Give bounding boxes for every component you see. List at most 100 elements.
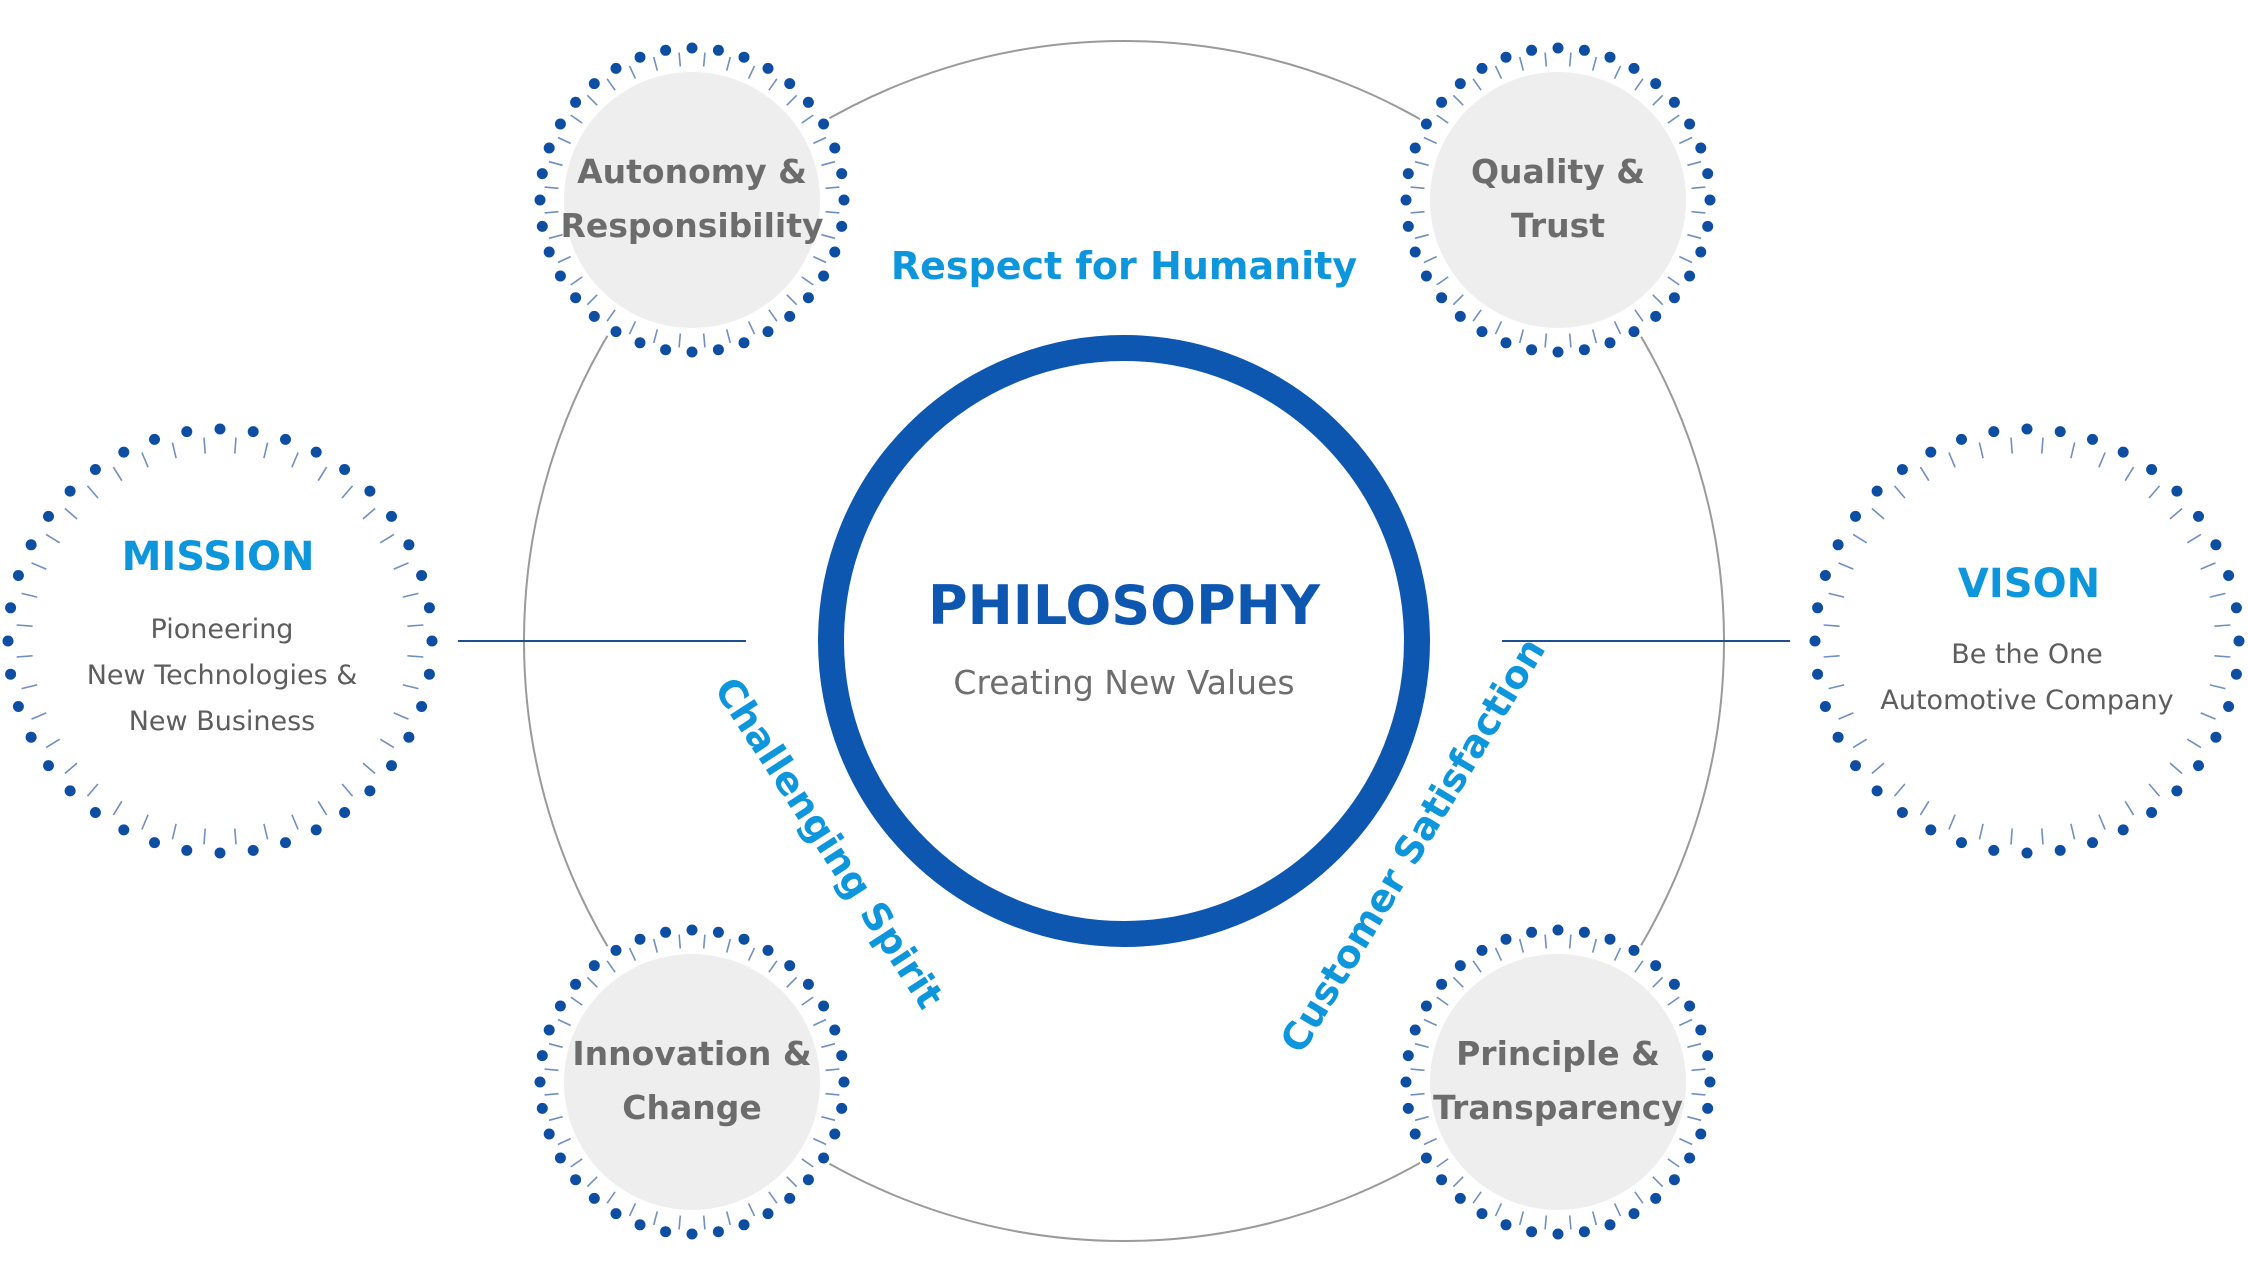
sunburst-dot (1604, 337, 1616, 349)
sunburst-tick (825, 1092, 840, 1096)
sunburst-tick (393, 712, 409, 720)
vision-line-2: Automotive Company (1880, 685, 2173, 716)
sunburst-tick (813, 136, 827, 145)
sunburst-tick (1852, 738, 1868, 749)
sunburst-tick (379, 533, 395, 544)
sunburst-dot (1500, 1219, 1512, 1231)
sunburst-dot (712, 926, 724, 938)
sunburst-dot (543, 142, 555, 154)
sunburst-tick (557, 136, 571, 145)
sunburst-tick (1823, 624, 1840, 627)
sunburst-dot (554, 270, 566, 282)
sunburst-dot (536, 168, 548, 180)
sunburst-dot (1896, 807, 1908, 818)
sunburst-tick (16, 624, 33, 627)
sunburst-dot (1578, 44, 1590, 56)
sunburst-dot (738, 51, 750, 63)
sunburst-tick (725, 56, 732, 71)
sunburst-tick (1823, 655, 1840, 658)
sunburst-dot (5, 668, 17, 680)
sunburst-dot (43, 760, 54, 772)
sunburst-dot (1552, 1228, 1564, 1240)
sunburst-tick (586, 294, 598, 306)
sunburst-tick (1687, 233, 1702, 240)
sunburst-tick (1667, 1158, 1680, 1168)
sunburst-tick (801, 1158, 814, 1168)
sunburst-tick (801, 276, 814, 286)
sunburst-dot (1526, 344, 1538, 356)
sunburst-dot (738, 337, 750, 349)
sunburst-tick (678, 52, 682, 67)
sunburst-dot (818, 118, 830, 130)
sunburst-dot (570, 1174, 582, 1186)
value-top-left-line-1: Autonomy & (577, 152, 807, 191)
sunburst-dot (1650, 960, 1662, 972)
sunburst-dot (1476, 326, 1488, 338)
sunburst-tick (1828, 684, 1845, 690)
sunburst-tick (1410, 186, 1425, 190)
sunburst-tick (2070, 823, 2076, 840)
sunburst-tick (1634, 78, 1644, 91)
sunburst-dot (2230, 668, 2242, 680)
sunburst-dot (1420, 270, 1432, 282)
sunburst-dot (25, 731, 37, 743)
sunburst-dot (364, 485, 376, 497)
dotted-sunburst-icon (2, 423, 438, 859)
sunburst-dot (1402, 168, 1414, 180)
sunburst-dot (536, 220, 548, 232)
sunburst-tick (1613, 1203, 1622, 1217)
sunburst-dot (1650, 78, 1662, 90)
sunburst-dot (1604, 51, 1616, 63)
sunburst-dot (1402, 1102, 1414, 1114)
sunburst-dot (1668, 978, 1680, 990)
sunburst-dot (836, 1102, 848, 1114)
vision-line-1: Be the One (1951, 639, 2103, 670)
sunburst-tick (2148, 485, 2161, 499)
sunburst-tick (570, 1158, 583, 1168)
sunburst-dot (416, 701, 428, 712)
sunburst-dot (1812, 668, 1824, 680)
sunburst-dot (1402, 1050, 1414, 1062)
sunburst-dot (43, 510, 54, 522)
sunburst-dot (403, 731, 415, 743)
sunburst-dot (423, 602, 435, 614)
sunburst-dot (610, 62, 622, 74)
sunburst-dot (588, 310, 600, 322)
sunburst-tick (652, 56, 659, 71)
sunburst-dot (1702, 1102, 1714, 1114)
sunburst-tick (1494, 1203, 1503, 1217)
sunburst-tick (1591, 1211, 1598, 1226)
sunburst-dot (570, 292, 582, 304)
sunburst-tick (821, 1042, 836, 1049)
sunburst-tick (1687, 1042, 1702, 1049)
sunburst-dot (1684, 1152, 1696, 1164)
sunburst-dot (181, 426, 193, 438)
sunburst-tick (628, 65, 637, 79)
sunburst-tick (768, 1191, 778, 1204)
sunburst-dot (2223, 570, 2235, 581)
sunburst-tick (606, 309, 616, 322)
sunburst-tick (747, 65, 756, 79)
sunburst-dot (64, 485, 76, 497)
sunburst-tick (678, 1215, 682, 1230)
sunburst-tick (1679, 1018, 1693, 1027)
sunburst-tick (544, 1092, 559, 1096)
sunburst-dot (2230, 602, 2242, 614)
sunburst-tick (825, 186, 840, 190)
sunburst-dot (2087, 433, 2098, 445)
sunburst-tick (1634, 1191, 1644, 1204)
sunburst-dot (818, 270, 830, 282)
sunburst-dot (2171, 785, 2183, 797)
value-top-right-line-1: Quality & (1471, 152, 1645, 191)
sunburst-tick (234, 437, 237, 454)
sunburst-dot (838, 194, 850, 206)
sunburst-tick (2010, 437, 2013, 454)
sunburst-dot (1668, 292, 1680, 304)
sunburst-tick (1518, 56, 1525, 71)
sunburst-tick (141, 814, 149, 830)
sunburst-dot (686, 1228, 698, 1240)
sunburst-tick (557, 1018, 571, 1027)
sunburst-tick (1568, 934, 1572, 949)
sunburst-dot (1500, 933, 1512, 945)
